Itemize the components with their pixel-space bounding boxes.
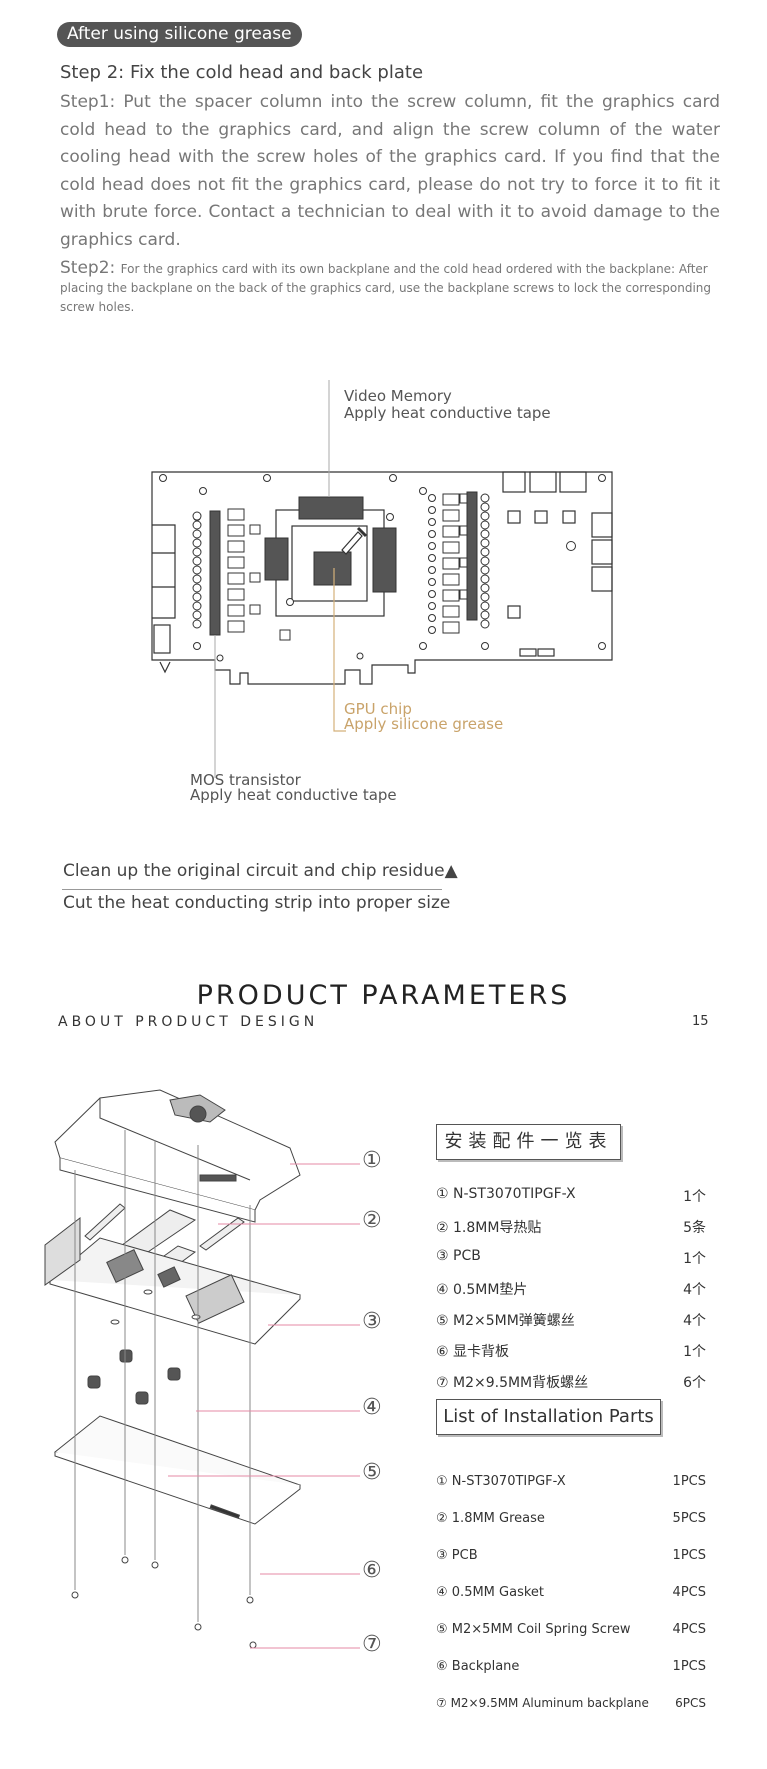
pcb-diagram — [151, 380, 613, 778]
step-heading: Step 2: Fix the cold head and back plate — [60, 62, 424, 83]
part-name: ② 1.8MM Grease — [436, 1511, 545, 1526]
page-number: 15 — [692, 1014, 709, 1029]
part-qty: 6个 — [683, 1375, 706, 1391]
part-qty: 1个 — [683, 1344, 706, 1360]
part-name: ④ 0.5MM垫片 — [436, 1282, 528, 1298]
part-name: ⑦ M2×9.5MM Aluminum backplane — [436, 1696, 649, 1710]
section-title: PRODUCT PARAMETERS — [196, 980, 571, 1011]
callout-5: ⑤ — [362, 1460, 382, 1485]
part-name: ⑥ 显卡背板 — [436, 1344, 510, 1360]
callout-3: ③ — [362, 1309, 382, 1334]
parts-en-title: List of Installation Parts — [436, 1399, 661, 1435]
callout-7: ⑦ — [362, 1632, 382, 1657]
part-qty: 1PCS — [672, 1659, 706, 1674]
part-name: ② 1.8MM导热贴 — [436, 1220, 542, 1236]
part-name: ③ PCB — [436, 1248, 481, 1264]
mos-label: MOS transistor — [190, 771, 301, 789]
part-qty: 1PCS — [672, 1548, 706, 1563]
part-name: ⑤ M2×5MM Coil Spring Screw — [436, 1622, 631, 1637]
part-qty: 4PCS — [672, 1585, 706, 1600]
part-qty: 6PCS — [675, 1696, 706, 1710]
parts-cn-title: 安装配件一览表 — [436, 1124, 621, 1160]
callout-2: ② — [362, 1208, 382, 1233]
callout-4: ④ — [362, 1395, 382, 1420]
section-pill: After using silicone grease — [57, 22, 302, 47]
step2-paragraph: Step2: For the graphics card with its ow… — [60, 259, 725, 317]
exploded-view — [44, 1089, 360, 1649]
mos-tip: Apply heat conductive tape — [190, 786, 397, 804]
part-qty: 1PCS — [672, 1474, 706, 1489]
section-subtitle: ABOUT PRODUCT DESIGN — [58, 1014, 319, 1030]
part-name: ① N-ST3070TIPGF-X — [436, 1474, 566, 1489]
part-qty: 1个 — [683, 1189, 706, 1205]
step2-lead: Step2: — [60, 258, 121, 278]
note-divider — [62, 889, 442, 890]
part-qty: 5PCS — [672, 1511, 706, 1526]
gpu-chip-tip: Apply silicone grease — [344, 715, 504, 733]
part-qty: 4个 — [683, 1282, 706, 1298]
part-qty: 1个 — [683, 1251, 706, 1267]
cut-note: Cut the heat conducting strip into prope… — [63, 893, 451, 913]
part-qty: 4PCS — [672, 1622, 706, 1637]
part-qty: 4个 — [683, 1313, 706, 1329]
callout-1: ① — [362, 1148, 382, 1173]
part-name: ⑦ M2×9.5MM背板螺丝 — [436, 1375, 589, 1391]
part-name: ③ PCB — [436, 1548, 478, 1563]
gpu-chip-label: GPU chip — [344, 700, 412, 718]
part-name: ⑤ M2×5MM弹簧螺丝 — [436, 1313, 575, 1329]
video-memory-label: Video Memory — [344, 387, 452, 405]
part-qty: 5条 — [683, 1220, 706, 1236]
step1-paragraph: Step1: Put the spacer column into the sc… — [60, 92, 720, 250]
clean-note: Clean up the original circuit and chip r… — [63, 861, 458, 881]
part-name: ① N-ST3070TIPGF-X — [436, 1186, 576, 1202]
part-name: ④ 0.5MM Gasket — [436, 1585, 544, 1600]
step2-text: For the graphics card with its own backp… — [60, 262, 712, 314]
video-memory-tip: Apply heat conductive tape — [344, 404, 551, 422]
callout-6: ⑥ — [362, 1558, 382, 1583]
part-name: ⑥ Backplane — [436, 1659, 520, 1674]
